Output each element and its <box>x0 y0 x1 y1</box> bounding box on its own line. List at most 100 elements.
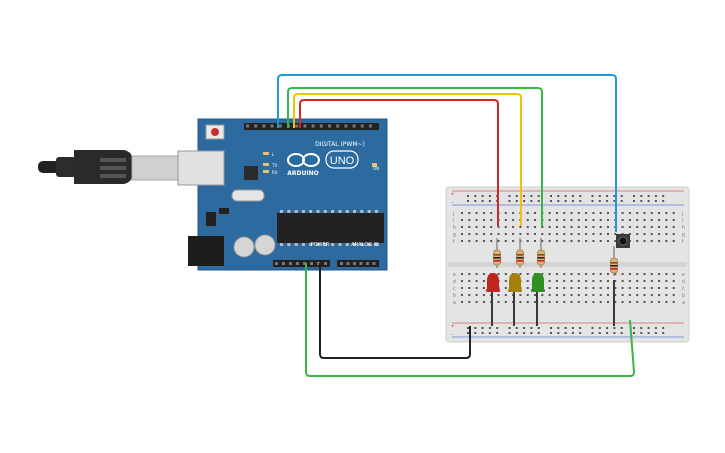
breadboard-hole[interactable] <box>526 212 529 214</box>
breadboard-hole[interactable] <box>461 301 463 303</box>
breadboard-hole[interactable] <box>599 240 602 242</box>
power-pin-socket[interactable] <box>275 262 278 265</box>
breadboard-hole[interactable] <box>563 273 566 275</box>
breadboard-hole[interactable] <box>636 280 639 282</box>
breadboard-hole[interactable] <box>614 280 617 282</box>
breadboard-hole[interactable] <box>599 226 602 228</box>
rail-hole[interactable] <box>537 332 540 334</box>
rail-hole[interactable] <box>598 195 601 197</box>
breadboard-hole[interactable] <box>643 280 646 282</box>
breadboard-hole[interactable] <box>519 226 522 228</box>
digital-pin-socket[interactable] <box>246 124 249 128</box>
breadboard-hole[interactable] <box>636 294 639 296</box>
rail-hole[interactable] <box>508 195 511 197</box>
power-pin-socket[interactable] <box>282 262 285 265</box>
breadboard-hole[interactable] <box>643 273 646 275</box>
rail-hole[interactable] <box>481 200 484 202</box>
rail-hole[interactable] <box>474 332 477 334</box>
breadboard-hole[interactable] <box>585 212 588 214</box>
breadboard-hole[interactable] <box>482 212 485 214</box>
breadboard-hole[interactable] <box>563 212 566 214</box>
rail-hole[interactable] <box>591 200 594 202</box>
pushbutton[interactable] <box>616 234 630 248</box>
breadboard-hole[interactable] <box>541 301 544 303</box>
breadboard-hole[interactable] <box>628 294 631 296</box>
rail-hole[interactable] <box>467 200 469 202</box>
rail-hole[interactable] <box>654 327 657 329</box>
breadboard-hole[interactable] <box>628 287 631 289</box>
breadboard-hole[interactable] <box>504 219 507 221</box>
rail-hole[interactable] <box>633 327 635 329</box>
breadboard-hole[interactable] <box>607 240 609 242</box>
breadboard-hole[interactable] <box>504 240 507 242</box>
breadboard-hole[interactable] <box>475 294 478 296</box>
breadboard-hole[interactable] <box>475 280 478 282</box>
analog-pin-socket[interactable] <box>372 262 376 265</box>
breadboard-hole[interactable] <box>504 294 507 296</box>
breadboard-hole[interactable] <box>614 294 617 296</box>
breadboard-hole[interactable] <box>482 240 485 242</box>
breadboard-hole[interactable] <box>475 273 478 275</box>
breadboard-hole[interactable] <box>563 294 566 296</box>
breadboard-hole[interactable] <box>636 233 639 235</box>
rail-hole[interactable] <box>481 332 484 334</box>
breadboard-hole[interactable] <box>570 301 573 303</box>
breadboard-hole[interactable] <box>526 287 529 289</box>
breadboard-hole[interactable] <box>497 301 500 303</box>
breadboard-hole[interactable] <box>658 212 661 214</box>
breadboard-hole[interactable] <box>468 280 471 282</box>
breadboard-hole[interactable] <box>563 233 566 235</box>
rail-hole[interactable] <box>488 200 491 202</box>
breadboard-hole[interactable] <box>563 226 566 228</box>
breadboard-hole[interactable] <box>636 226 639 228</box>
breadboard-hole[interactable] <box>665 226 668 228</box>
breadboard-hole[interactable] <box>592 287 595 289</box>
rail-hole[interactable] <box>647 327 650 329</box>
rail-hole[interactable] <box>662 200 665 202</box>
breadboard-hole[interactable] <box>665 273 668 275</box>
breadboard-hole[interactable] <box>570 212 573 214</box>
breadboard-hole[interactable] <box>526 240 529 242</box>
breadboard-hole[interactable] <box>650 240 653 242</box>
breadboard-hole[interactable] <box>490 226 493 228</box>
breadboard-hole[interactable] <box>512 226 515 228</box>
breadboard-hole[interactable] <box>548 212 551 214</box>
rail-hole[interactable] <box>523 327 526 329</box>
breadboard-hole[interactable] <box>468 273 471 275</box>
breadboard-hole[interactable] <box>658 287 661 289</box>
rail-hole[interactable] <box>474 327 477 329</box>
breadboard-hole[interactable] <box>475 301 478 303</box>
rail-hole[interactable] <box>481 195 484 197</box>
rail-hole[interactable] <box>557 327 560 329</box>
digital-pin-socket[interactable] <box>254 124 258 128</box>
breadboard-hole[interactable] <box>534 233 536 235</box>
breadboard-hole[interactable] <box>475 287 478 289</box>
breadboard-hole[interactable] <box>482 301 485 303</box>
breadboard-hole[interactable] <box>461 212 463 214</box>
rail-hole[interactable] <box>640 195 643 197</box>
breadboard-hole[interactable] <box>614 240 617 242</box>
breadboard-hole[interactable] <box>650 226 653 228</box>
breadboard-hole[interactable] <box>607 219 609 221</box>
breadboard-hole[interactable] <box>526 233 529 235</box>
breadboard-hole[interactable] <box>585 294 588 296</box>
breadboard-hole[interactable] <box>658 294 661 296</box>
rail-hole[interactable] <box>523 200 526 202</box>
rail-hole[interactable] <box>620 332 623 334</box>
breadboard-hole[interactable] <box>577 212 580 214</box>
breadboard-hole[interactable] <box>504 301 507 303</box>
breadboard-hole[interactable] <box>599 273 602 275</box>
breadboard-hole[interactable] <box>482 280 485 282</box>
breadboard-hole[interactable] <box>621 273 624 275</box>
rail-hole[interactable] <box>537 200 540 202</box>
breadboard-hole[interactable] <box>497 240 500 242</box>
breadboard-hole[interactable] <box>534 240 536 242</box>
breadboard-hole[interactable] <box>519 294 522 296</box>
rail-hole[interactable] <box>606 200 609 202</box>
rail-hole[interactable] <box>606 332 609 334</box>
breadboard-hole[interactable] <box>526 280 529 282</box>
breadboard-hole[interactable] <box>592 273 595 275</box>
breadboard-hole[interactable] <box>555 301 558 303</box>
breadboard-hole[interactable] <box>555 240 558 242</box>
breadboard-hole[interactable] <box>577 240 580 242</box>
